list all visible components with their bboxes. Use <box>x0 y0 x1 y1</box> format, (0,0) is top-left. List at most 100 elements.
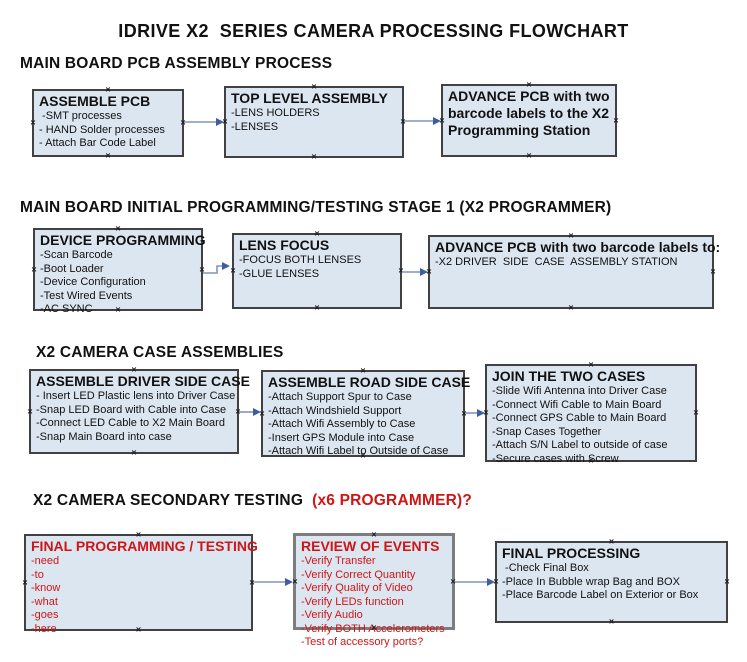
section-header-secondary-testing: X2 CAMERA SECONDARY TESTING (x6 PROGRAMM… <box>33 492 472 510</box>
flow-box-final-processing: FINAL PROCESSING -Check Final Box-Place … <box>493 537 730 626</box>
flow-box-top-level-assembly: TOP LEVEL ASSEMBLY -LENS HOLDERS-LENSES … <box>222 82 406 161</box>
flow-box-item: -Test of accessory ports? <box>301 636 424 648</box>
flow-box-title: ADVANCE PCB with two barcode labels to: <box>435 239 721 255</box>
flow-arrow <box>465 409 485 417</box>
flow-box-item: - Attach Bar Code Label <box>39 137 156 149</box>
flow-box-item: -Verify Transfer <box>301 555 376 567</box>
flow-arrow <box>404 117 441 125</box>
flow-box-items: -FOCUS BOTH LENSES-GLUE LENSES <box>239 254 396 281</box>
flow-box-advance-pcb-to-programming-station: ADVANCE PCB with two barcode labels to t… <box>439 80 619 160</box>
flow-box-item: -Check Final Box <box>502 562 589 574</box>
flow-box-items: -Check Final Box-Place In Bubble wrap Ba… <box>502 562 722 603</box>
connection-point-marker: × <box>568 302 574 313</box>
flow-box-item: -Snap Cases Together <box>492 425 602 438</box>
flow-box-item: -Test Wired Events <box>40 289 133 302</box>
flow-box-item: -X2 DRIVER SIDE CASE ASSEMBLY STATION <box>435 256 678 268</box>
connection-point-marker: × <box>483 407 489 418</box>
flow-box-item: -Boot Loader <box>40 262 104 275</box>
connection-point-marker: × <box>608 616 615 627</box>
flow-box-assemble-driver-side-case: ASSEMBLE DRIVER SIDE CASE - Insert LED P… <box>27 365 250 457</box>
flow-arrow <box>402 268 428 276</box>
connection-point-marker: × <box>311 151 317 162</box>
connection-point-marker: × <box>710 266 716 277</box>
flow-box-item: -AC SYNC <box>40 303 93 315</box>
flow-box-title: LENS FOCUS <box>239 237 330 253</box>
flow-box-device-programming: DEVICE PROGRAMMING -Scan Barcode-Boot Lo… <box>31 224 206 315</box>
flow-box-item: - Insert LED Plastic lens into Driver Ca… <box>36 390 236 402</box>
flow-box-item: -Snap Main Board into case <box>36 430 172 443</box>
connection-point-marker: × <box>131 447 137 458</box>
flow-box-item: -Verify Quality of Video <box>301 582 413 594</box>
flow-box-title: ASSEMBLE ROAD SIDE CASE <box>268 374 471 390</box>
flow-box-item: -SMT processes <box>39 110 122 122</box>
flow-box-item: -Scan Barcode <box>40 249 113 261</box>
flow-box-items: -Slide Wifi Antenna into Driver Case-Con… <box>492 385 691 466</box>
flow-box-title: REVIEW OF EVENTS <box>301 538 440 554</box>
connection-point-marker: × <box>526 150 532 161</box>
section-header-pcb-assembly: MAIN BOARD PCB ASSEMBLY PROCESS <box>20 55 333 72</box>
flow-box-item: -Place Barcode Label on Exterior or Box <box>502 589 699 601</box>
flow-box-advance-pcb-to-driver-side-case: ADVANCE PCB with two barcode labels to: … <box>426 231 721 312</box>
connection-point-marker: × <box>222 116 228 127</box>
flow-box-item: -Verify BOTH Accelerometers <box>301 622 445 635</box>
flow-box-title: DEVICE PROGRAMMING <box>40 232 206 248</box>
flow-box-title: ADVANCE PCB with two barcode labels to t… <box>448 88 610 138</box>
connection-point-marker: × <box>105 150 111 161</box>
flow-box-item: -Insert GPS Module into Case <box>268 431 415 444</box>
flow-box-item: -Connect GPS Cable to Main Board <box>492 412 667 424</box>
section-header-initial-programming: MAIN BOARD INITIAL PROGRAMMING/TESTING S… <box>20 199 612 216</box>
flow-box-item: -Attach Support Spur to Case <box>268 391 412 403</box>
flow-arrow <box>239 408 261 416</box>
flow-box-item: -here <box>31 622 57 635</box>
connection-point-marker: × <box>235 406 241 416</box>
flow-box-item: -goes <box>31 609 59 621</box>
flow-box-item: -FOCUS BOTH LENSES <box>239 254 362 266</box>
flow-box-item: -know <box>31 582 61 594</box>
connection-point-marker: × <box>400 116 406 127</box>
connection-point-marker: × <box>613 115 619 125</box>
flow-box-items: -Scan Barcode-Boot Loader-Device Configu… <box>40 249 197 317</box>
flow-box-items: -X2 DRIVER SIDE CASE ASSEMBLY STATION <box>435 256 708 270</box>
flow-box-item: -Attach Wifi Assembly to Case <box>268 418 416 430</box>
connection-point-marker: × <box>693 407 699 418</box>
flow-box-item: -Attach Windshield Support <box>268 404 402 417</box>
connection-point-marker: × <box>398 265 404 276</box>
flow-box-items: -SMT processes- HAND Solder processes- A… <box>39 110 178 151</box>
connection-point-marker: × <box>426 266 432 277</box>
flow-box-items: - Insert LED Plastic lens into Driver Ca… <box>36 390 236 444</box>
connection-point-marker: × <box>249 577 255 587</box>
connection-point-marker: × <box>230 265 236 276</box>
flow-arrow <box>253 578 293 586</box>
flow-box-item: -Device Configuration <box>40 276 146 288</box>
flow-box-item: -GLUE LENSES <box>239 267 320 280</box>
flow-box-item: -Connect LED Cable to X2 Main Board <box>36 417 225 429</box>
connection-point-marker: × <box>493 576 499 587</box>
flow-box-final-programming-testing: FINAL PROGRAMMING / TESTING -need-to-kno… <box>22 530 258 635</box>
connection-point-marker: × <box>450 576 456 586</box>
flow-box-title: FINAL PROGRAMMING / TESTING <box>31 538 258 554</box>
connection-point-marker: × <box>461 408 467 418</box>
connection-point-marker: × <box>30 117 36 128</box>
section-header-secondary-testing-label: X2 CAMERA SECONDARY TESTING <box>33 492 304 509</box>
flow-box-item: -LENS HOLDERS <box>231 107 320 119</box>
flow-box-item: -Secure cases with Screw <box>492 452 619 465</box>
connection-point-marker: × <box>314 302 320 313</box>
flow-box-title: ASSEMBLE DRIVER SIDE CASE <box>36 373 250 389</box>
connection-point-marker: × <box>439 115 445 125</box>
flow-box-review-of-events: REVIEW OF EVENTS -Verify Transfer-Verify… <box>292 530 456 648</box>
section-header-case-assemblies: X2 CAMERA CASE ASSEMBLIES <box>36 344 284 361</box>
connection-point-marker: × <box>22 577 28 587</box>
flow-box-item: -what <box>31 595 58 608</box>
connection-point-marker: × <box>31 264 37 274</box>
flow-box-title: JOIN THE TWO CASES <box>492 368 646 384</box>
flow-box-items: -Verify Transfer-Verify Correct Quantity… <box>301 555 448 650</box>
flow-box-items: -need-to-know-what-goes-here <box>31 555 247 636</box>
connection-point-marker: × <box>292 576 298 586</box>
page-title: IDRIVE X2 SERIES CAMERA PROCESSING FLOWC… <box>118 21 629 41</box>
flow-box-items: -Attach Support Spur to Case-Attach Wind… <box>268 391 459 459</box>
flow-box-title: TOP LEVEL ASSEMBLY <box>231 90 388 106</box>
connection-point-marker: × <box>724 576 730 587</box>
flow-box-title: FINAL PROCESSING <box>502 545 641 561</box>
flow-box-assemble-pcb: ASSEMBLE PCB -SMT processes- HAND Solder… <box>30 85 185 160</box>
flow-box-item: -Attach S/N Label to outside of case <box>492 439 668 451</box>
